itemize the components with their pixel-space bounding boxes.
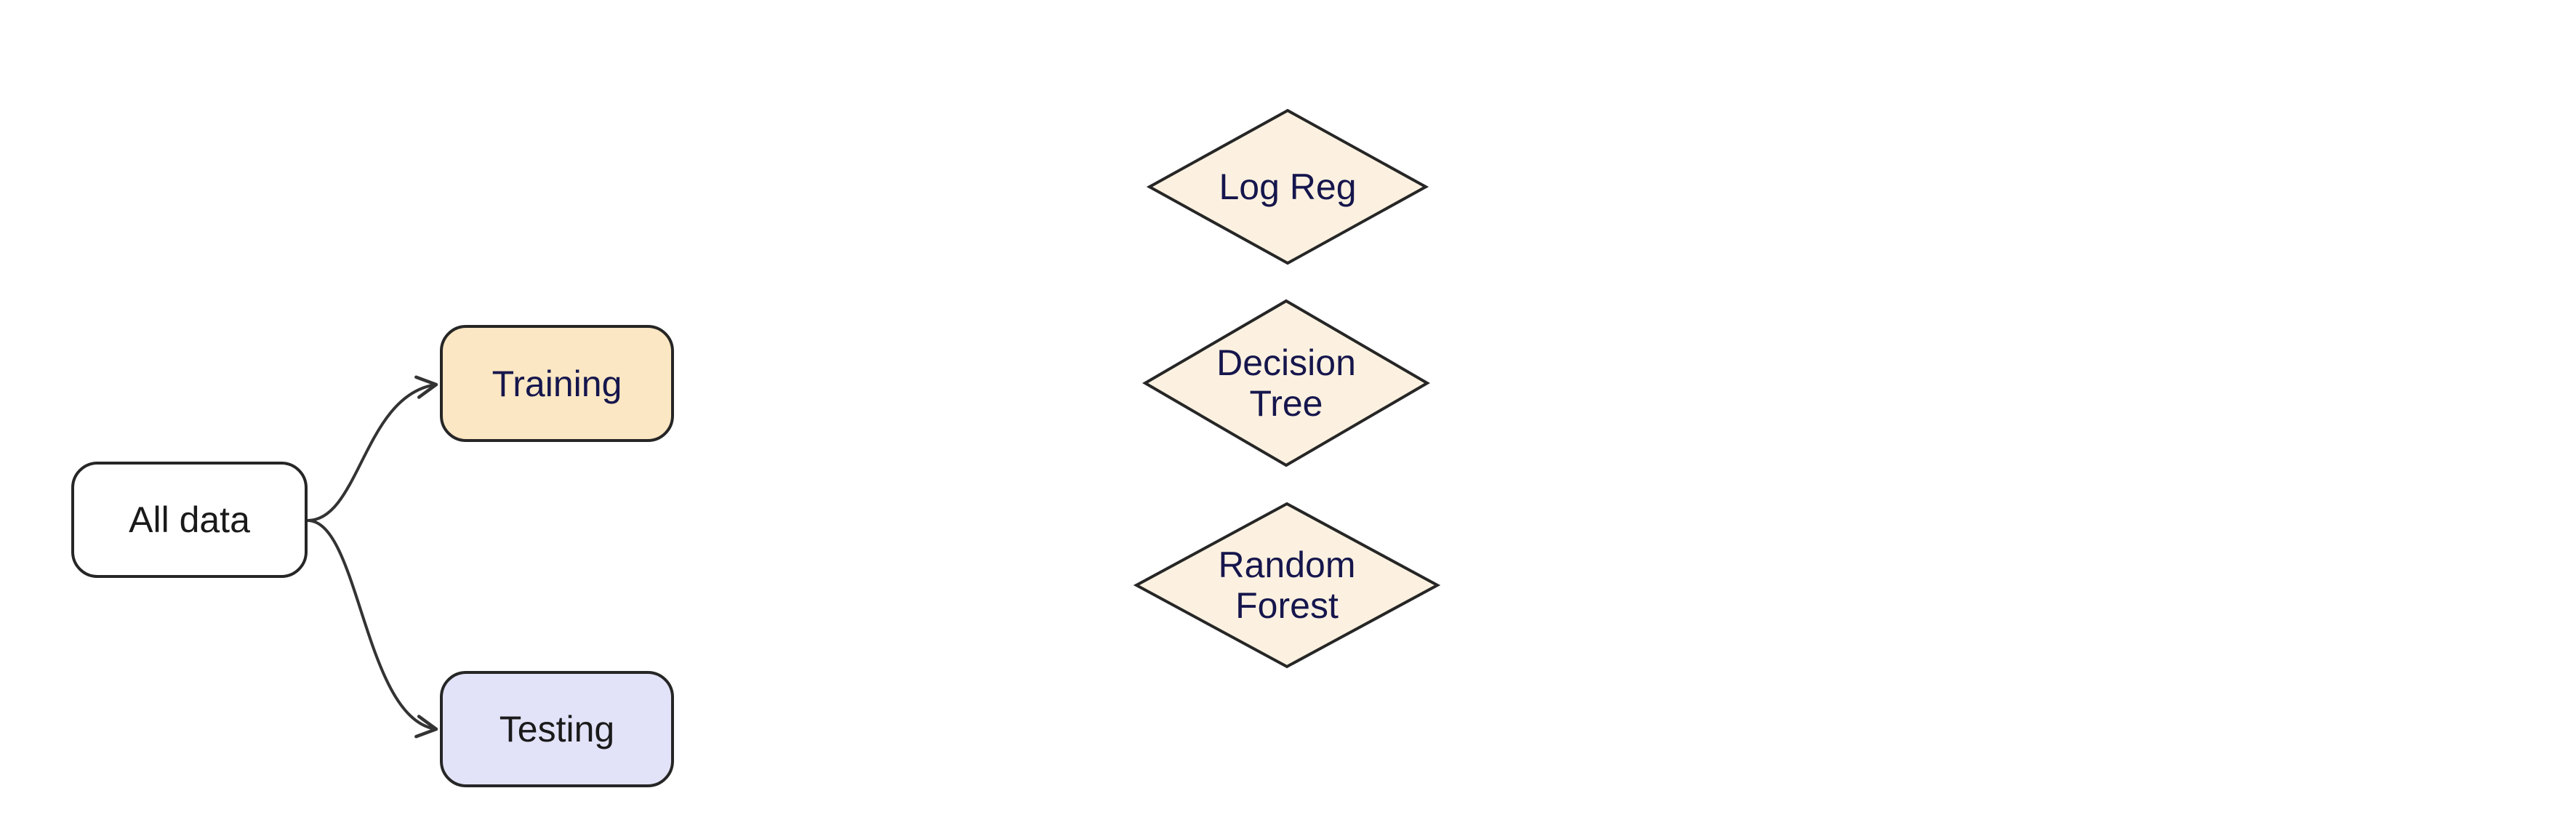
node-random-forest-label: Random Forest [1218, 544, 1356, 626]
edge-all-data-to-training [307, 375, 438, 522]
node-decision-tree-shape [1142, 299, 1430, 467]
node-log-reg-label: Log Reg [1219, 166, 1357, 207]
node-all-data-label: All data [129, 499, 250, 540]
node-decision-tree-label: Decision Tree [1216, 342, 1356, 424]
node-random-forest-shape [1133, 502, 1441, 669]
node-testing: Testing [440, 671, 674, 787]
node-all-data: All data [71, 462, 308, 578]
node-log-reg-shape [1146, 108, 1429, 265]
node-training: Training [440, 325, 674, 442]
node-testing-label: Testing [499, 709, 615, 749]
node-training-label: Training [491, 363, 622, 404]
edge-all-data-to-testing [307, 519, 438, 739]
